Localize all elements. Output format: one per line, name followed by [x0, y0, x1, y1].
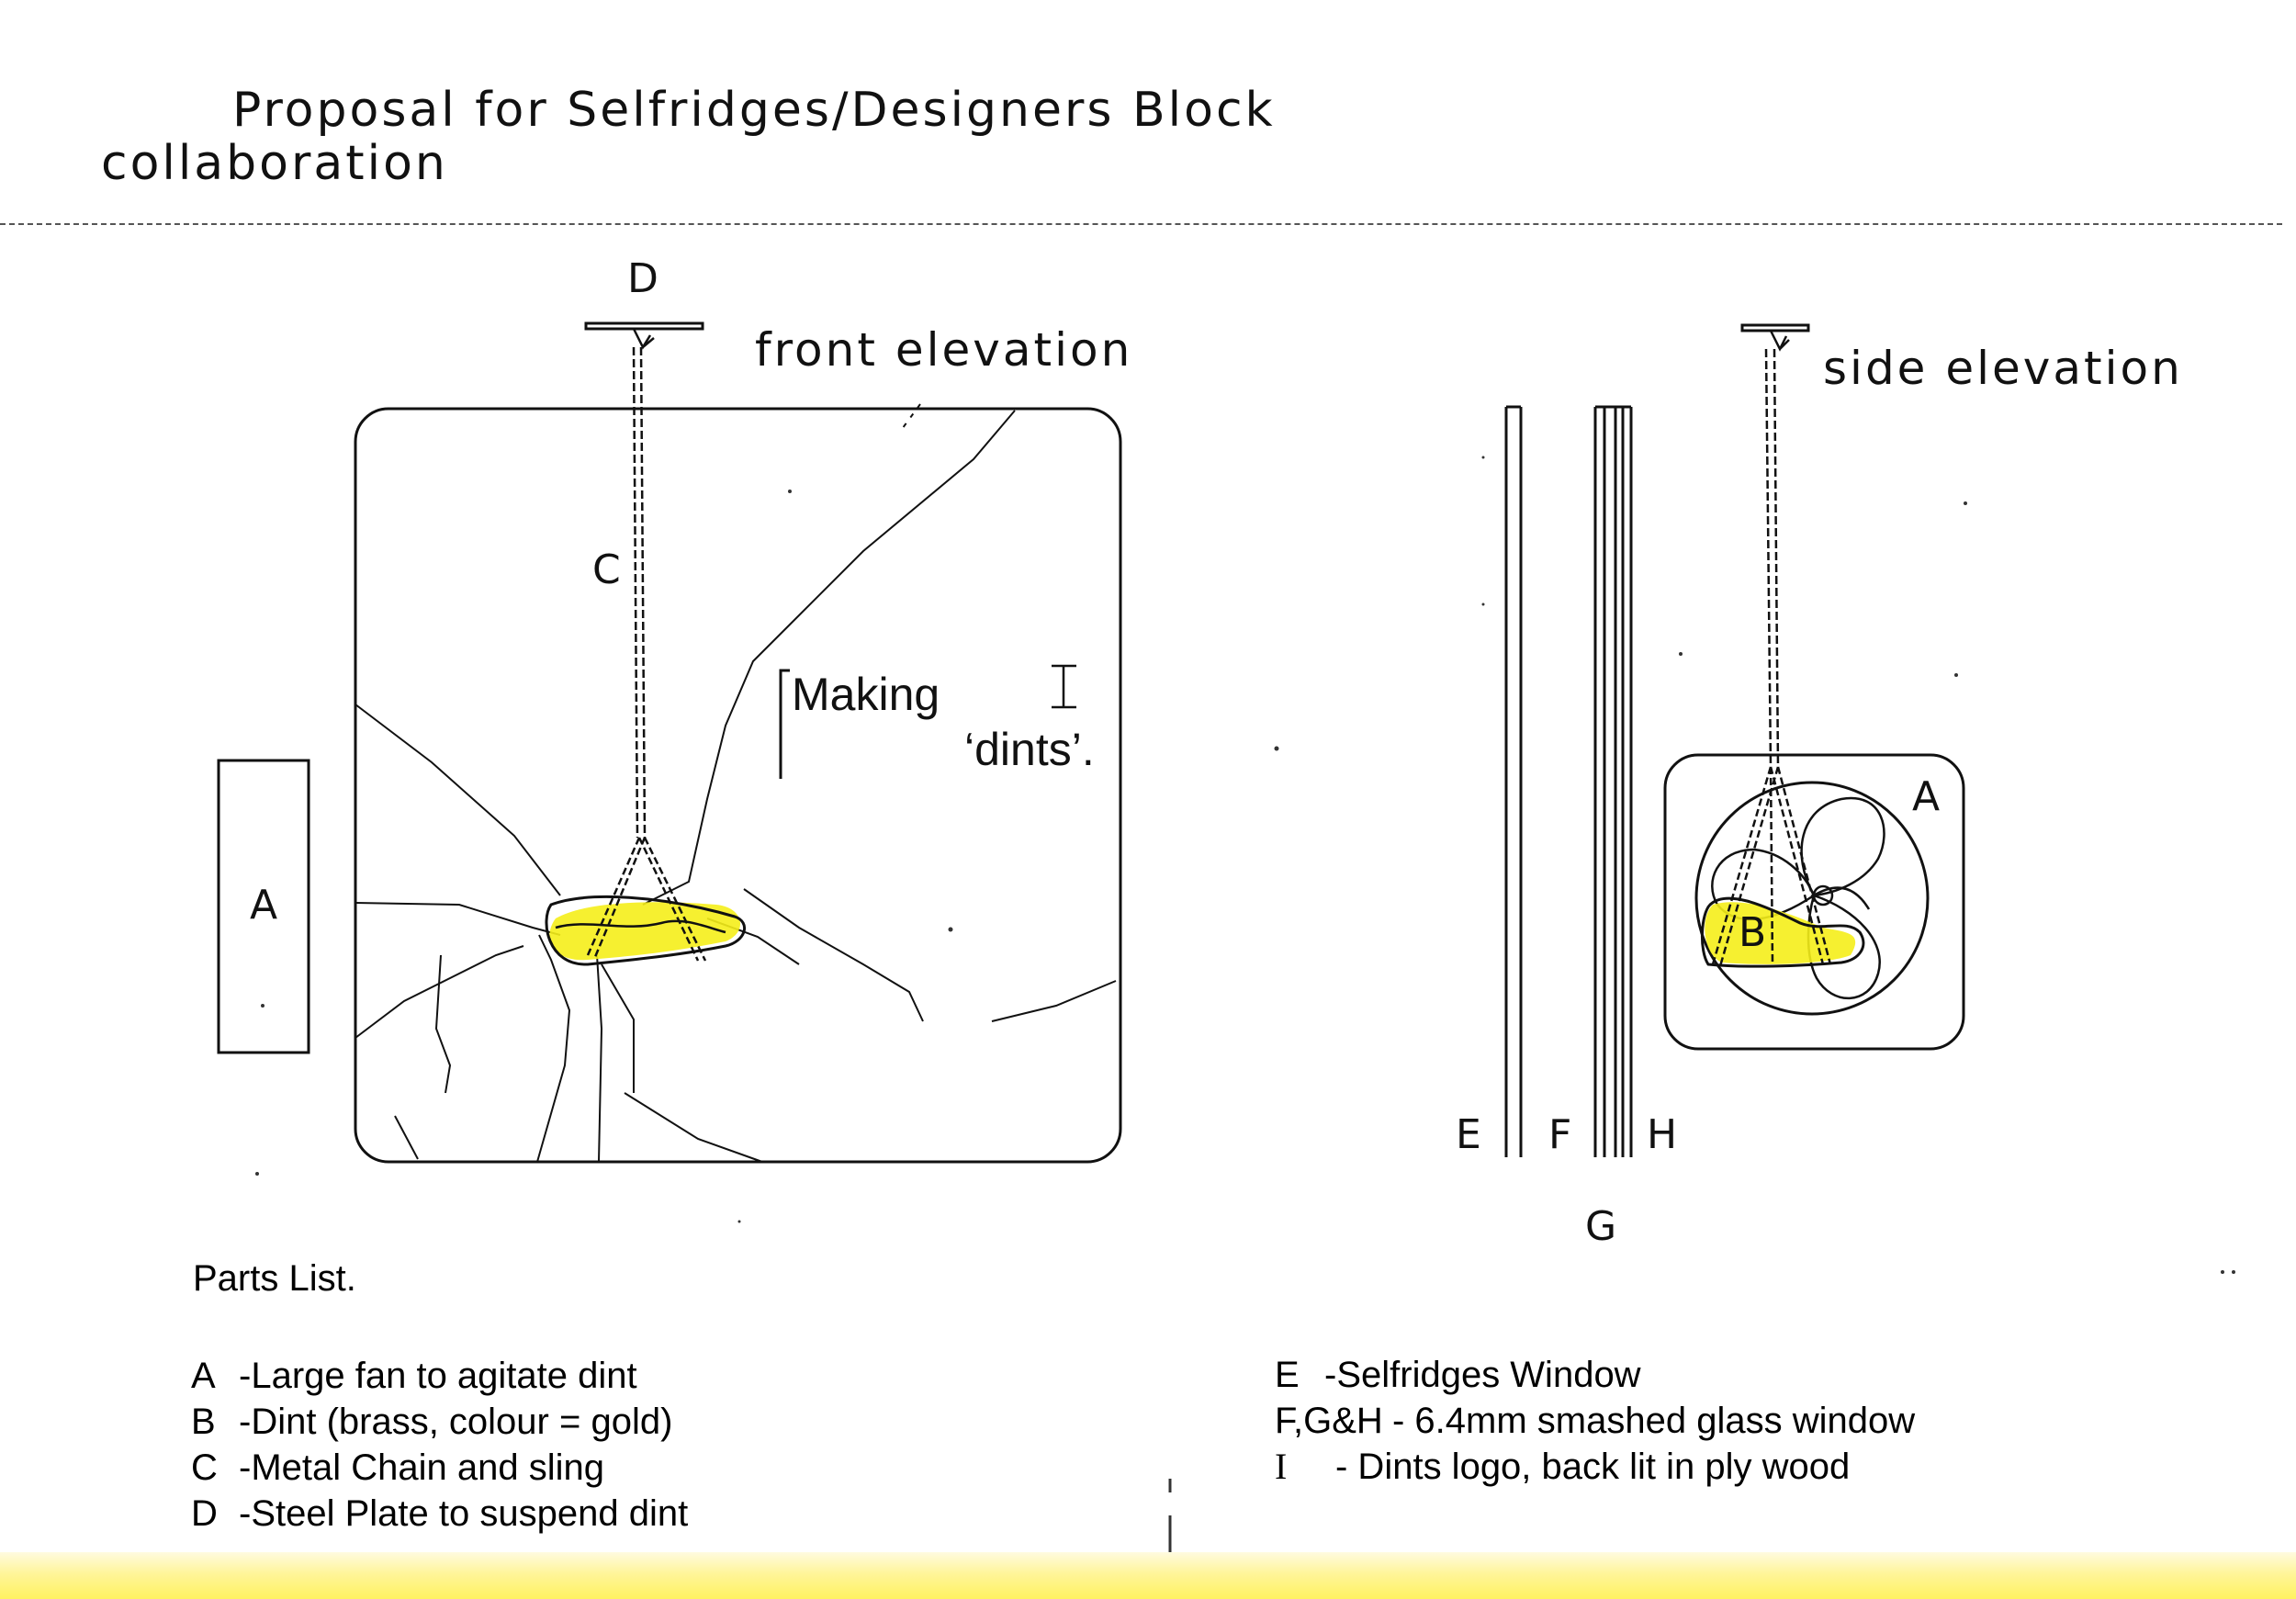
- side-plate-hook: [1769, 330, 1790, 352]
- label-b: B: [1739, 909, 1767, 956]
- label-a-front: A: [250, 882, 278, 929]
- fan-a-box: [217, 759, 310, 1054]
- side-chain: [1764, 348, 1780, 768]
- side-steel-plate: [1740, 323, 1810, 332]
- glass-window-panel: [354, 407, 1122, 1164]
- chain-c: [632, 346, 647, 839]
- page-title-line2: collaboration: [101, 136, 448, 191]
- dint-b-outline: [545, 895, 747, 966]
- fan-housing: [1663, 753, 1965, 1051]
- dint-b-highlight: [549, 902, 741, 961]
- header-divider: [0, 223, 2282, 225]
- page-title-line1: Proposal for Selfridges/Designers Block: [232, 83, 1276, 138]
- pane-e: [1504, 405, 1523, 1157]
- scan-edge-band: [0, 1552, 2296, 1599]
- logo-bracket: [779, 669, 790, 779]
- label-f: F: [1548, 1111, 1572, 1158]
- side-elevation-drawing: [1504, 323, 1965, 1157]
- glass-cracks: [355, 403, 1117, 1163]
- side-sling: [1711, 766, 1832, 967]
- dint-b-seam: [555, 919, 726, 934]
- steel-plate-d: [584, 321, 704, 331]
- label-a-side: A: [1912, 773, 1941, 820]
- parts-item-a: A-Large fan to agitate dint: [191, 1356, 637, 1396]
- parts-item-b: B-Dint (brass, colour = gold): [191, 1402, 673, 1442]
- logo-text-dints: ‘dints’.: [964, 724, 1095, 775]
- parts-item-d: D-Steel Plate to suspend dint: [191, 1493, 689, 1534]
- parts-item-fgh: F,G&H- 6.4mm smashed glass window: [1275, 1401, 1916, 1441]
- sling-right: [637, 837, 707, 962]
- parts-item-c: C-Metal Chain and sling: [191, 1447, 604, 1488]
- label-h: H: [1647, 1111, 1678, 1158]
- logo-text-making: Making: [792, 669, 940, 720]
- parts-list-left: A-Large fan to agitate dint B-Dint (bras…: [191, 1353, 688, 1537]
- parts-item-e: E-Selfridges Window: [1275, 1355, 1641, 1395]
- parts-list-title: Parts List.: [193, 1258, 356, 1299]
- pane-f: [1593, 407, 1606, 1157]
- side-elevation-caption: side elevation: [1823, 342, 2183, 395]
- parts-list-right: E-Selfridges Window F,G&H- 6.4mm smashed…: [1275, 1352, 1915, 1490]
- pane-g: [1614, 407, 1625, 1157]
- scan-specks: [255, 456, 2235, 1552]
- label-g: G: [1585, 1203, 1617, 1250]
- fan-guard: [1694, 781, 1930, 1016]
- pane-h: [1595, 405, 1633, 1157]
- side-dint-highlight: [1705, 902, 1856, 964]
- parts-item-i: I- Dints logo, back lit in ply wood: [1275, 1446, 1851, 1487]
- logo-i-symbol: [1052, 664, 1076, 709]
- front-elevation-caption: front elevation: [755, 323, 1133, 377]
- label-e: E: [1456, 1111, 1481, 1158]
- front-elevation-drawing: [217, 321, 1122, 1164]
- plate-hook: [632, 328, 655, 350]
- label-c: C: [592, 546, 621, 593]
- label-d: D: [627, 255, 658, 302]
- side-dint-outline: [1700, 896, 1865, 968]
